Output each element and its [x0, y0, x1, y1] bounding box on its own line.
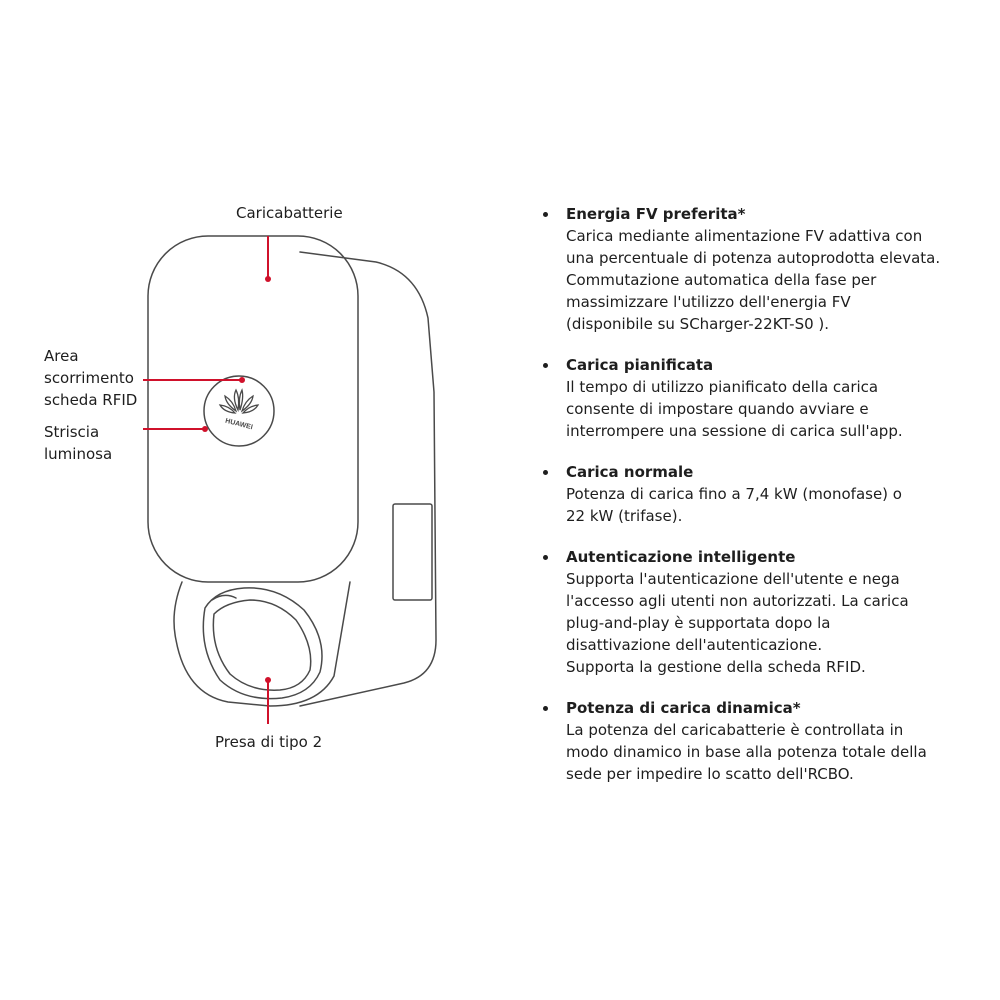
feature-text-line: Carica mediante alimentazione FV adattiv…	[566, 227, 923, 245]
callout-dot-light	[202, 426, 208, 432]
feature-item-dynamic-power: Potenza di carica dinamica* La potenza d…	[540, 697, 960, 785]
feature-text-line: interrompere una sessione di carica sull…	[566, 422, 903, 440]
feature-text-line: sede per impedire lo scatto dell'RCBO.	[566, 765, 854, 783]
socket-inner-cover	[212, 599, 312, 691]
feature-text-line: Il tempo di utilizzo pianificato della c…	[566, 378, 879, 396]
feature-item-normal-charging: Carica normale Potenza di carica fino a …	[540, 461, 960, 527]
bullet-icon	[543, 470, 548, 475]
feature-text-line: Potenza di carica fino a 7,4 kW (monofas…	[566, 485, 902, 503]
feature-title: Carica pianificata	[566, 356, 714, 374]
feature-text-line: Supporta l'autenticazione dell'utente e …	[566, 570, 900, 588]
socket-outer-lip	[202, 587, 323, 700]
feature-title: Energia FV preferita*	[566, 205, 746, 223]
huawei-logo-icon	[218, 388, 260, 414]
callout-label-line: Area	[44, 347, 79, 365]
feature-text-line: massimizzare l'utilizzo dell'energia FV	[566, 293, 851, 311]
callout-dot-charger	[265, 276, 271, 282]
feature-text-line: disattivazione dell'autenticazione.	[566, 636, 823, 654]
feature-item-scheduled-charging: Carica pianificata Il tempo di utilizzo …	[540, 354, 960, 442]
bullet-icon	[543, 363, 548, 368]
huawei-logo-text: HUAWEI	[224, 418, 253, 432]
feature-list: Energia FV preferita* Carica mediante al…	[540, 203, 960, 804]
feature-text-line: una percentuale di potenza autoprodotta …	[566, 249, 941, 267]
callout-label-light-strip: Striscia luminosa	[44, 421, 112, 465]
feature-text-line: Supporta la gestione della scheda RFID.	[566, 658, 866, 676]
feature-text-line: (disponibile su SCharger-22KT-S0 ).	[566, 315, 830, 333]
feature-text-line: Commutazione automatica della fase per	[566, 271, 877, 289]
callout-dot-rfid	[239, 377, 245, 383]
callout-label-line: Presa di tipo 2	[215, 733, 323, 751]
feature-text-line: modo dinamico in base alla potenza total…	[566, 743, 927, 761]
callout-label-line: luminosa	[44, 445, 113, 463]
feature-item-pv-energy: Energia FV preferita* Carica mediante al…	[540, 203, 960, 335]
feature-title: Carica normale	[566, 463, 694, 481]
charger-front-face	[147, 235, 359, 583]
callout-label-line: Caricabatterie	[236, 204, 343, 222]
feature-text-line: La potenza del caricabatterie è controll…	[566, 721, 904, 739]
bullet-icon	[543, 212, 548, 217]
callout-label-line: scheda RFID	[44, 391, 138, 409]
charger-side-body	[299, 251, 437, 707]
feature-title: Potenza di carica dinamica*	[566, 699, 801, 717]
socket-housing	[173, 581, 351, 707]
callout-label-charger: Caricabatterie	[236, 202, 343, 224]
bullet-icon	[543, 706, 548, 711]
charger-illustration: HUAWEI	[143, 235, 437, 724]
callout-label-line: scorrimento	[44, 369, 134, 387]
charger-diagram: HUAWEI Caricabatterie Area scorrimento s…	[44, 202, 437, 753]
feature-text-line: plug-and-play è supportata dopo la	[566, 614, 831, 632]
feature-text-line: consente di impostare quando avviare e	[566, 400, 869, 418]
feature-text-line: 22 kW (trifase).	[566, 507, 683, 525]
feature-text-line: l'accesso agli utenti non autorizzati. L…	[566, 592, 909, 610]
callout-label-socket: Presa di tipo 2	[215, 731, 322, 753]
callout-label-rfid-area: Area scorrimento scheda RFID	[44, 345, 137, 411]
callout-label-line: Striscia	[44, 423, 100, 441]
socket-latch	[211, 594, 237, 601]
callout-dot-socket	[265, 677, 271, 683]
feature-item-smart-authentication: Autenticazione intelligente Supporta l'a…	[540, 546, 960, 678]
rfid-logo-disc	[203, 375, 275, 447]
feature-title: Autenticazione intelligente	[566, 548, 796, 566]
side-panel	[392, 503, 433, 601]
bullet-icon	[543, 555, 548, 560]
